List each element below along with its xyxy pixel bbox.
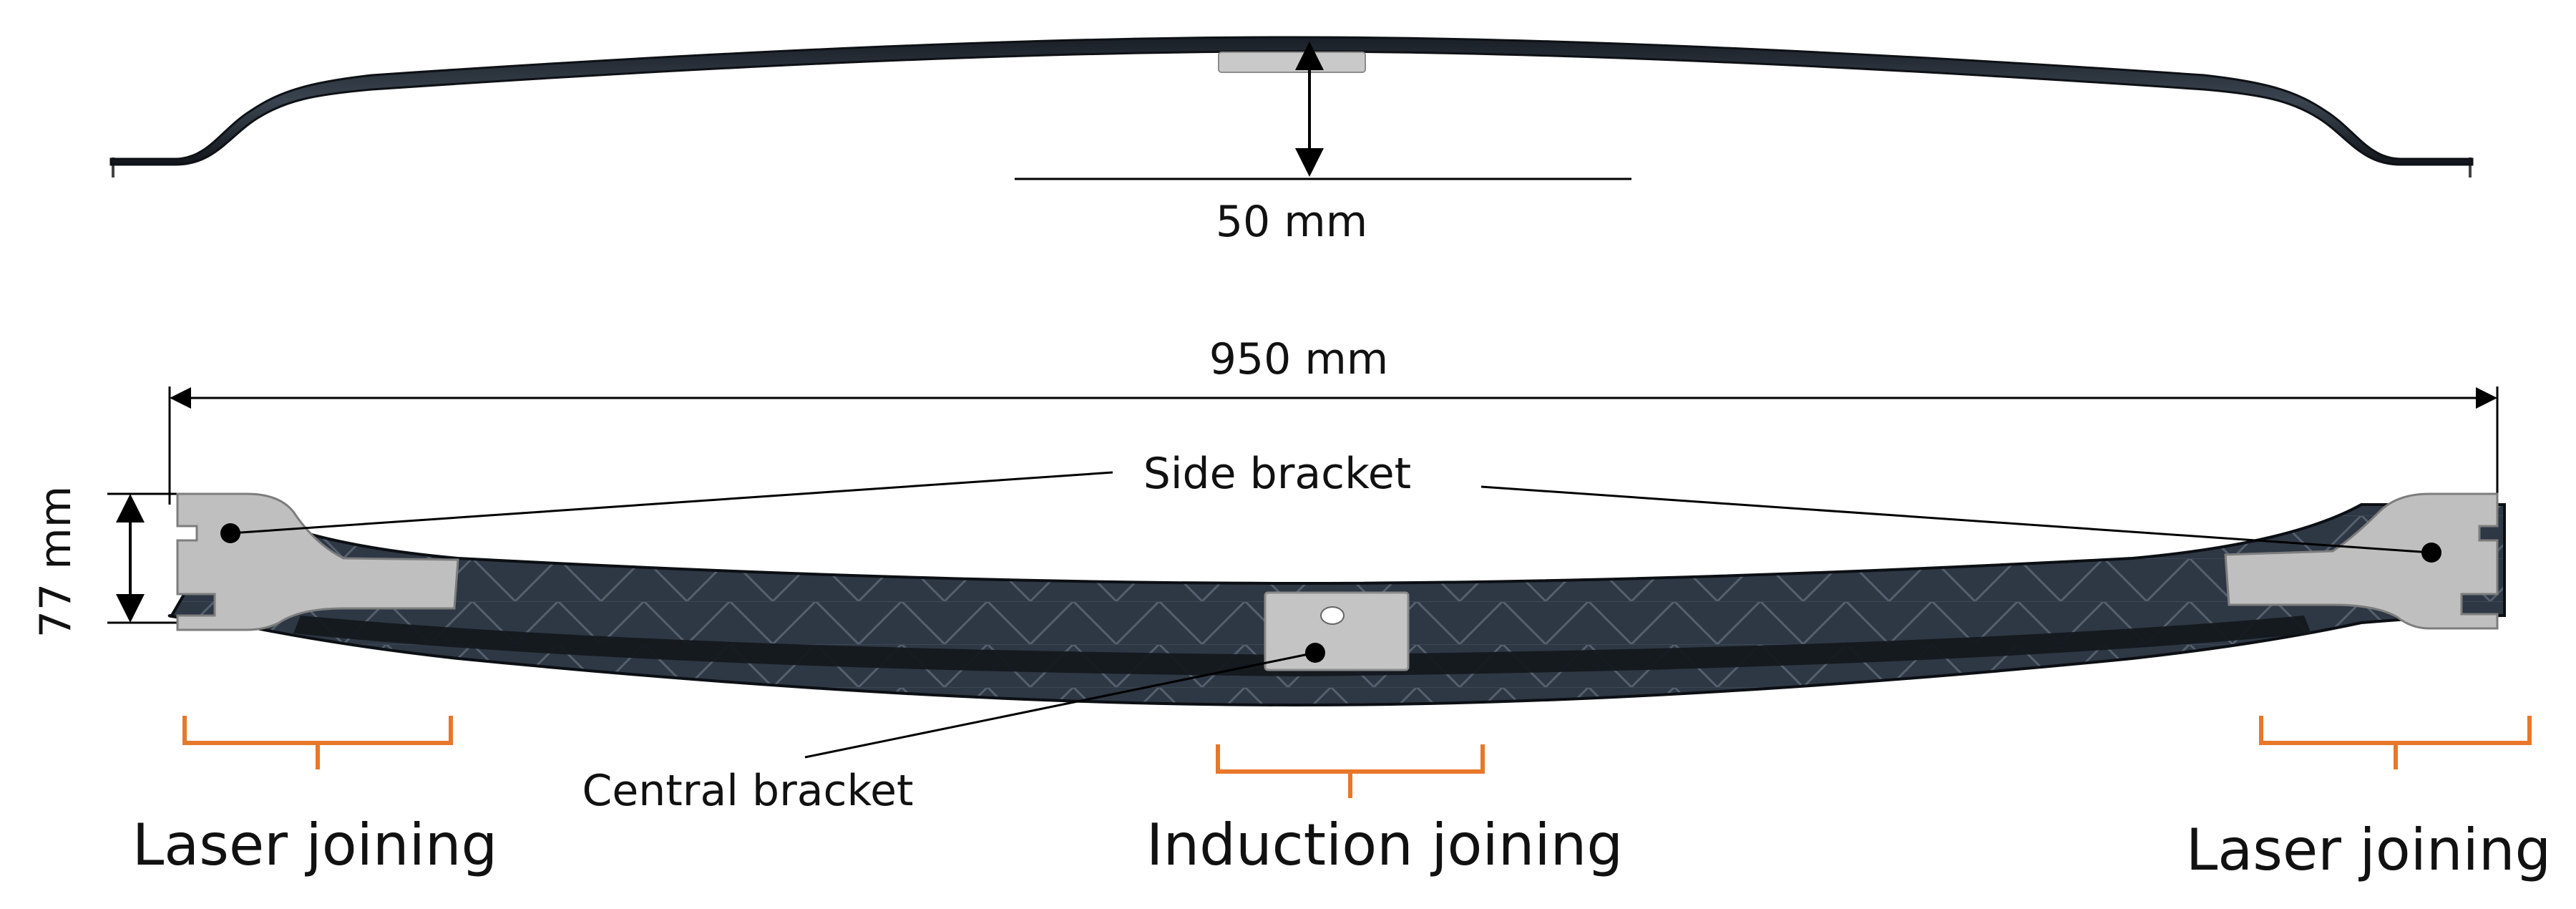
side-bracket-callout: Side bracket: [220, 449, 2441, 563]
left-side-bracket: [176, 492, 459, 631]
central-bracket-leader: [804, 651, 1316, 759]
side-bracket-leader-left: [230, 471, 1113, 535]
top-view-beam-groove: [293, 616, 2311, 676]
center-joining-brace: Induction joining: [1146, 744, 1623, 878]
side-view-beam-body: [109, 36, 2474, 166]
side-view-beam: [109, 36, 2474, 178]
side-bracket-leader-right: [1480, 485, 2432, 554]
center-joining-bracket: [1216, 744, 1485, 798]
central-bracket-callout: Central bracket: [582, 643, 1325, 816]
width-dimension-label: 77 mm: [31, 486, 81, 638]
length-dimension-label: 950 mm: [1209, 334, 1389, 384]
central-bracket-dot: [1305, 643, 1325, 663]
top-view-beam: [167, 492, 2506, 707]
height-dimension: 50 mm: [1015, 41, 1631, 247]
side-view-center-bracket: [1218, 52, 1366, 73]
height-dimension-label: 50 mm: [1216, 197, 1367, 247]
left-joining-label: Laser joining: [132, 812, 498, 878]
right-joining-brace: Laser joining: [2186, 716, 2552, 883]
side-bracket-dot-right: [2421, 543, 2441, 563]
center-joining-label: Induction joining: [1146, 812, 1623, 878]
right-joining-label: Laser joining: [2186, 817, 2552, 883]
side-bracket-label: Side bracket: [1143, 449, 1411, 499]
central-bracket: [1264, 591, 1410, 671]
right-joining-bracket: [2259, 716, 2532, 769]
left-joining-bracket: [182, 716, 453, 769]
left-joining-brace: Laser joining: [132, 716, 498, 878]
side-bracket-dot-left: [220, 523, 240, 543]
right-side-bracket: [2224, 492, 2499, 630]
length-dimension: 950 mm: [168, 334, 2499, 505]
central-bracket-label: Central bracket: [582, 766, 913, 816]
central-bracket-hole: [1320, 606, 1345, 625]
